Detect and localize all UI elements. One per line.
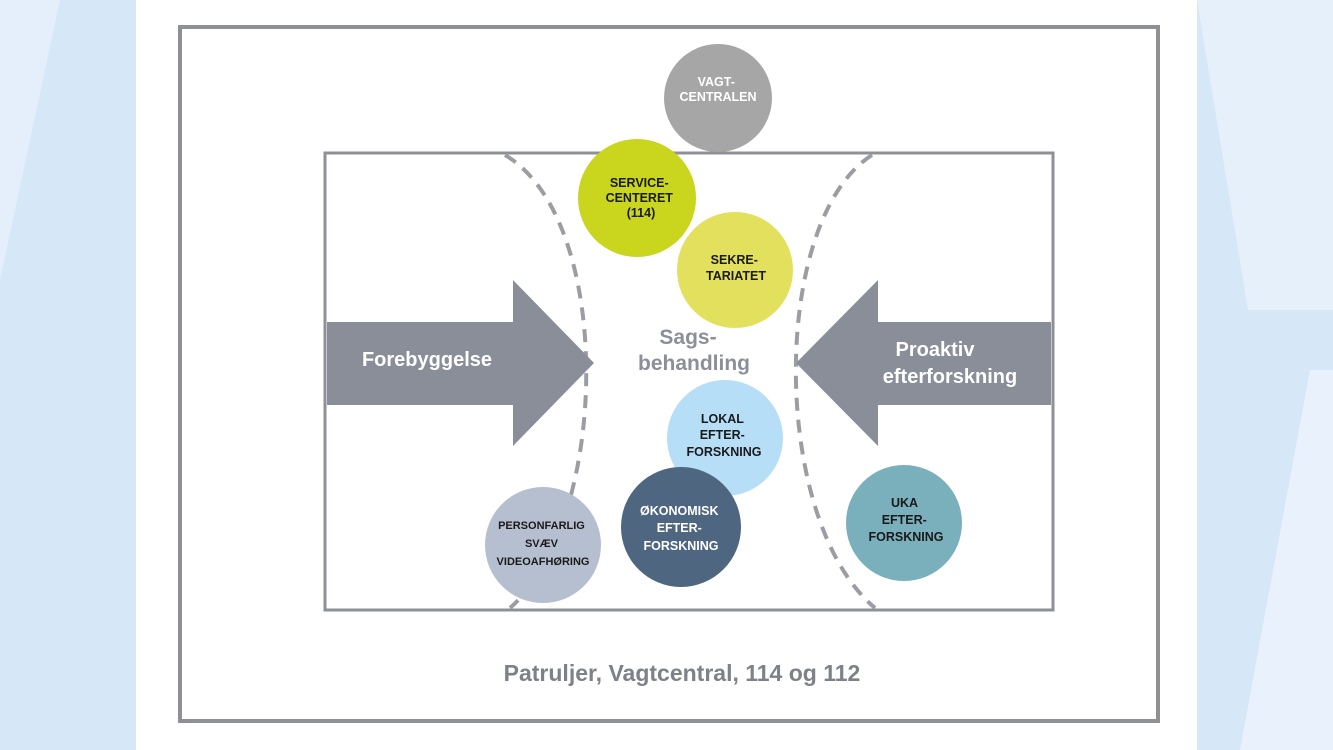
circle-text-okonomisk-efterforskning: ØKONOMISK EFTER- FORSKNING — [640, 504, 722, 553]
circle-personfarlig: PERSONFARLIG SVÆV VIDEOAFHØRING — [485, 487, 601, 603]
circle-okonomisk-efterforskning: ØKONOMISK EFTER- FORSKNING — [621, 467, 741, 587]
arrow-label-forebyggelse: Forebyggelse — [362, 349, 492, 371]
circle-text-vagtcentralen: VAGT- CENTRALEN — [679, 75, 756, 104]
arrow-label-proaktiv-line1: Proaktiv — [896, 339, 976, 361]
circle-text-sekretariatet: SEKRE- TARIATET — [706, 253, 766, 283]
circle-uka: UKA EFTER- FORSKNING — [846, 465, 962, 581]
circle-vagtcentralen: VAGT- CENTRALEN — [664, 44, 772, 152]
dashed-boundary-left — [503, 153, 589, 610]
center-label-line2: behandling — [638, 352, 750, 375]
circle-servicecenteret: SERVICE- CENTERET (114) — [578, 139, 696, 257]
arrow-left-icon: Proaktiv efterforskning — [796, 280, 1051, 446]
bg-stripe-left — [0, 0, 60, 280]
diagram: Forebyggelse Proaktiv efterforskning Sag… — [178, 25, 1160, 723]
center-label-line1: Sags- — [659, 326, 716, 349]
circle-text-lokal-efterforskning: LOKAL EFTER- FORSKNING — [687, 412, 762, 459]
footer-label: Patruljer, Vagtcentral, 114 og 112 — [504, 660, 861, 686]
bg-stripe-right-top — [1197, 0, 1333, 310]
dashed-boundary-right — [793, 153, 877, 610]
circle-text-personfarlig: PERSONFARLIG SVÆV VIDEOAFHØRING — [497, 520, 590, 568]
arrow-label-proaktiv-line2: efterforskning — [883, 366, 1017, 388]
slide: Forebyggelse Proaktiv efterforskning Sag… — [136, 0, 1197, 750]
circle-sekretariatet: SEKRE- TARIATET — [677, 212, 793, 328]
circle-lokal-efterforskning: LOKAL EFTER- FORSKNING — [667, 380, 783, 496]
arrow-proaktiv-shape — [796, 280, 1051, 446]
bg-stripe-right-bottom — [1240, 370, 1333, 750]
arrow-right-icon: Forebyggelse — [327, 280, 594, 446]
arrow-forebyggelse-shape — [327, 280, 594, 446]
circle-text-uka: UKA EFTER- FORSKNING — [869, 496, 944, 544]
circle-text-servicecenteret: SERVICE- CENTERET (114) — [606, 176, 677, 220]
